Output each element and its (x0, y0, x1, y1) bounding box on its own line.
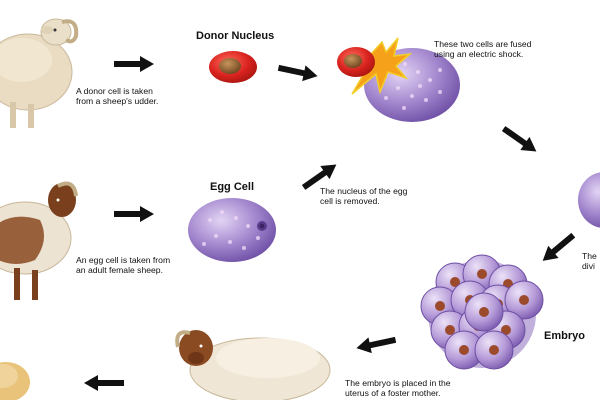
embryo-cell-nucleus (479, 307, 489, 317)
embryo-cell-nucleus (459, 345, 469, 355)
arrow-icon (114, 206, 154, 222)
caption-divides: The divi (582, 251, 597, 271)
caption-placed: The embryo is placed in the uterus of a … (345, 378, 451, 398)
embryo-cell-nucleus (519, 295, 529, 305)
arrow-icon (84, 375, 124, 391)
embryo-cell-nucleus (477, 269, 487, 279)
embryo-label: Embryo (544, 330, 585, 342)
embryo-cell-nucleus (450, 277, 460, 287)
sheep-icon (0, 18, 79, 128)
caption-donor-cell: A donor cell is taken from a sheep's udd… (76, 86, 159, 106)
caption-egg-taken: An egg cell is taken from an adult femal… (76, 255, 171, 275)
fusion-cells (337, 37, 460, 122)
arrow-icon (114, 56, 154, 72)
egg-cell-icon (578, 172, 600, 228)
donor-nucleus-icon (209, 51, 257, 83)
embryo-icon (420, 254, 544, 370)
donor-nucleus-label: Donor Nucleus (196, 30, 275, 42)
arrow-icon (537, 229, 579, 267)
embryo-cell-nucleus (445, 325, 455, 335)
sheep-icon (175, 330, 331, 400)
egg-cell-icon (188, 198, 276, 262)
egg-cell-label: Egg Cell (210, 181, 255, 193)
caption-fused: These two cells are fused using an elect… (434, 39, 532, 59)
embryo-cell-nucleus (435, 301, 445, 311)
arrow-icon (499, 121, 541, 159)
arrow-icon (276, 60, 320, 84)
caption-nucleus-removed: The nucleus of the egg cell is removed. (320, 186, 408, 206)
arrow-icon (354, 332, 398, 356)
sheep-icon (0, 181, 78, 300)
sheep-icon (0, 362, 30, 400)
embryo-cell-nucleus (489, 345, 499, 355)
embryo-cell-nucleus (501, 325, 511, 335)
